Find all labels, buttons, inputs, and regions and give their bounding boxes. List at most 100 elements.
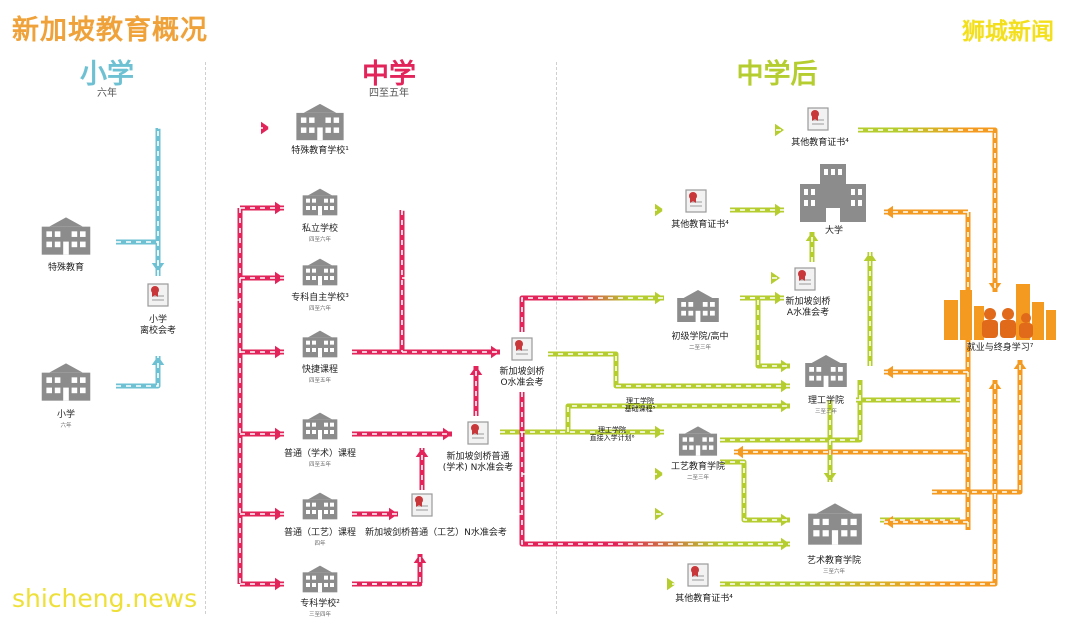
arrow-head: [775, 291, 784, 305]
normal-academic-label: 普通（学术）课程: [283, 449, 357, 459]
arrow-head: [275, 271, 284, 285]
school-building-icon: [802, 350, 850, 392]
flow-line-dash: [521, 500, 790, 545]
arrow-head: [734, 445, 743, 459]
school-building-icon: [300, 326, 340, 362]
specialised-school-node: [300, 562, 340, 600]
normal-technical-node: [300, 488, 340, 528]
diagram-title: 新加坡教育概况: [12, 15, 208, 46]
o-level-label: 新加坡剑桥 O水准会考: [499, 367, 545, 388]
school-building-icon: [38, 214, 94, 258]
certificate-icon: [466, 420, 490, 446]
special-education-node: [38, 214, 94, 262]
university-node: [796, 162, 870, 228]
arrow-head: [781, 537, 790, 551]
school-building-icon: [300, 184, 340, 220]
flow-jc-to-poly: [740, 295, 790, 369]
certificate-icon: [806, 106, 830, 132]
express-course-duration: 四至五年: [308, 378, 332, 384]
brand-logo-text: 狮城新闻: [962, 19, 1054, 45]
flow-specialised-up: [352, 554, 423, 587]
stage-secondary-heading: 中学: [362, 59, 416, 90]
a-level-label: 新加坡剑桥 A水准会考: [785, 297, 831, 318]
arrow-head: [655, 203, 664, 217]
arrow-head: [781, 379, 790, 393]
normal-technical-duration: 四年: [314, 541, 326, 547]
primary-school-node: [38, 360, 94, 408]
flow-olevel-to-jc: [519, 295, 664, 332]
arrow-head: [655, 425, 664, 439]
special-school-label: 特殊教育学校¹: [291, 146, 349, 156]
flow-special-ed-to-psle: [116, 239, 161, 272]
arrow-head: [275, 427, 284, 441]
stage-divider-left: [205, 62, 206, 614]
flow-line-dash: [521, 297, 664, 332]
arrow-head: [655, 467, 664, 481]
other-certificate-bottom-label: 其他教育证书⁴: [675, 594, 733, 604]
arts-institution-label: 艺术教育学院: [806, 556, 862, 566]
ite-duration: 二至三年: [686, 475, 710, 481]
n-academic-level-label: 新加坡剑桥普通 (学术) N水准会考: [442, 452, 514, 473]
specialised-independent-label: 专科自主学校³: [291, 293, 349, 303]
flow-line-dash: [932, 360, 1021, 493]
city-workers-icon: [944, 284, 1056, 340]
flow-line-dash: [548, 353, 790, 387]
employment-node: [940, 282, 1060, 346]
certificate-icon: [793, 266, 817, 292]
stage-primary-duration: 六年: [97, 88, 117, 99]
arrow-head: [667, 577, 676, 591]
flow-olevel-to-poly: [548, 351, 790, 389]
arrow-head: [884, 365, 893, 379]
arrow-head: [275, 507, 284, 521]
arrow-head: [151, 356, 165, 365]
school-building-icon: [300, 488, 340, 524]
certificate-icon: [510, 336, 534, 362]
flow-line-dash: [720, 380, 996, 585]
flow-ite-to-arts: [720, 459, 790, 523]
flow-line-dash: [116, 241, 159, 272]
other-certificate-mid-label: 其他教育证书⁴: [671, 220, 729, 230]
arts-institution-node: [804, 498, 866, 554]
school-building-icon: [300, 408, 340, 444]
specialised-school-duration: 三至四年: [308, 612, 332, 618]
arrow-head: [275, 345, 284, 359]
other-certificate-top-label: 其他教育证书⁴: [791, 138, 849, 148]
psle-label: 小学 离校会考: [139, 315, 177, 336]
specialised-school-label: 专科学校²: [300, 599, 340, 609]
special-school-node: [290, 102, 350, 146]
arrow-head: [775, 203, 784, 217]
polytechnic-node: [802, 350, 850, 396]
other-certificate-top-node: [806, 106, 830, 136]
polytechnic-duration: 三至三年: [814, 409, 838, 415]
n-academic-level-node: [466, 420, 490, 450]
primary-school-label: 小学: [56, 410, 76, 420]
certificate-icon: [686, 562, 710, 588]
ite-node: [676, 422, 720, 464]
arrow-head: [469, 366, 483, 375]
o-level-node: [510, 336, 534, 366]
certificate-icon: [146, 282, 170, 308]
flow-line-dash: [740, 297, 790, 367]
school-building-icon: [38, 360, 94, 404]
flow-to-employment: [932, 360, 1023, 495]
arrow-head: [884, 205, 893, 219]
junior-college-duration: 二至三年: [688, 345, 712, 351]
specialised-independent-school-node: [300, 254, 340, 294]
junior-college-label: 初级学院/高中: [671, 332, 729, 342]
express-course-node: [300, 326, 340, 366]
flow-line-dash: [720, 461, 790, 521]
stage-divider-right: [556, 62, 557, 614]
psle-node: [146, 282, 170, 312]
arts-building-icon: [804, 498, 866, 550]
stage-primary-heading: 小学: [80, 59, 134, 90]
polytechnic-label: 理工学院: [807, 396, 845, 406]
watermark-text: shicheng.news: [12, 584, 198, 613]
a-level-node: [793, 266, 817, 296]
stage-secondary-duration: 四至五年: [369, 88, 409, 99]
school-building-icon: [290, 102, 350, 142]
flow-line-dash: [567, 405, 790, 432]
arrow-head: [884, 515, 893, 529]
arrow-head: [275, 577, 284, 591]
